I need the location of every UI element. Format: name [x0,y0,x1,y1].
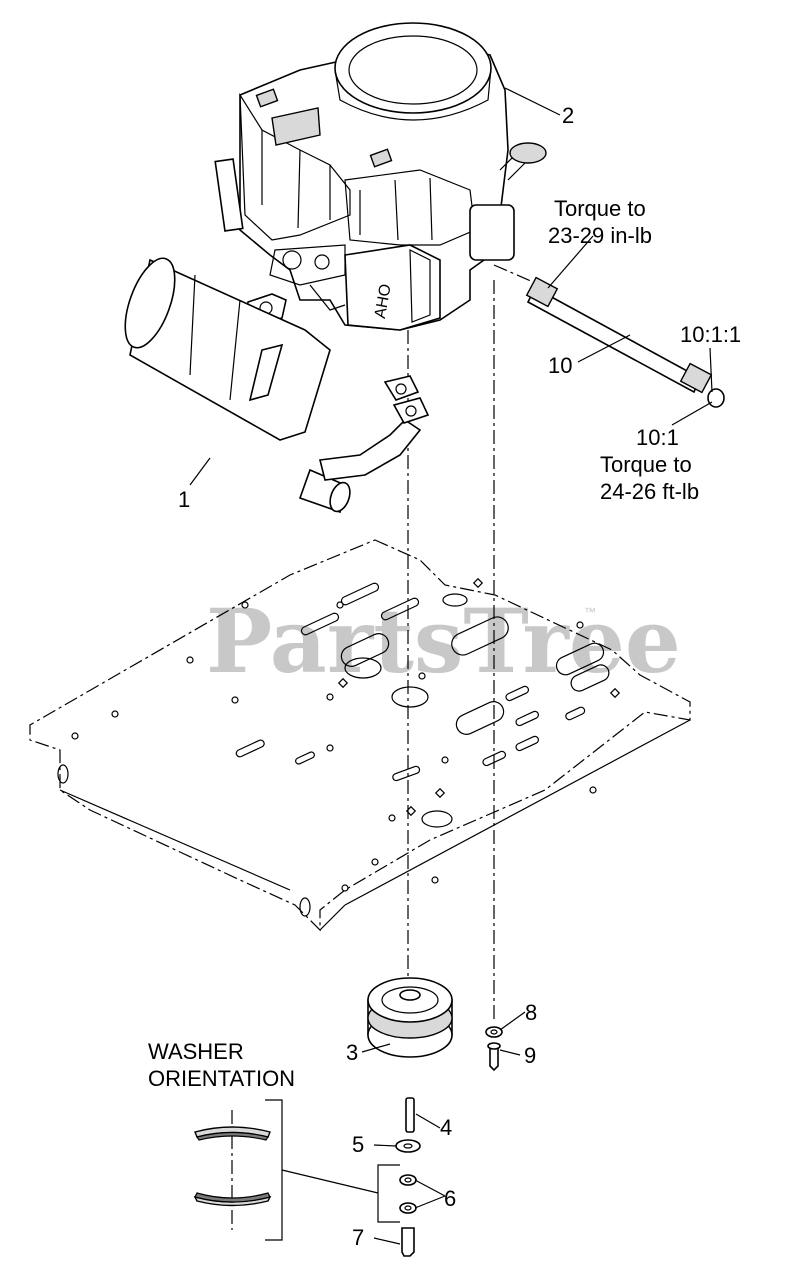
callout-9: 9 [524,1043,536,1068]
fitting-assembly [525,276,725,408]
torque-note-lower-line1: 10:1 [636,425,679,450]
engine: AHO [214,22,547,358]
washer-bolt-9 [485,1026,503,1072]
callout-8: 8 [525,1000,537,1025]
callout-4: 4 [440,1115,452,1140]
torque-note-upper: Torque to 23-29 in-lb [548,196,652,248]
callout-1: 1 [178,487,190,512]
callout-6: 6 [444,1186,456,1211]
leader-lines [189,87,713,1245]
watermark-text: PartsTree [206,589,681,693]
callout-3: 3 [346,1040,358,1065]
engine-label: AHO [372,283,395,320]
torque-note-lower-line3: 24-26 ft-lb [600,479,699,504]
washer-orientation-detail [193,1099,379,1241]
washer-orientation-label: WASHER ORIENTATION [148,1039,295,1091]
pulley [367,977,453,1058]
washer-orientation-line2: ORIENTATION [148,1066,295,1091]
muffler [124,257,430,514]
torque-note-upper-line2: 23-29 in-lb [548,223,652,248]
callout-2: 2 [562,103,574,128]
deck-plate [29,539,691,932]
callout-10: 10 [548,353,572,378]
torque-note-lower: 10:1 Torque to 24-26 ft-lb [600,425,699,504]
torque-note-upper-line1: Torque to [554,196,646,221]
watermark-trademark: ™ [584,605,596,619]
callout-10-1-1: 10:1:1 [680,322,741,347]
torque-note-lower-line2: Torque to [600,452,692,477]
washer-orientation-line1: WASHER [148,1039,244,1064]
callout-7: 7 [352,1225,364,1250]
hardware-stack [377,1097,421,1257]
callout-5: 5 [352,1132,364,1157]
